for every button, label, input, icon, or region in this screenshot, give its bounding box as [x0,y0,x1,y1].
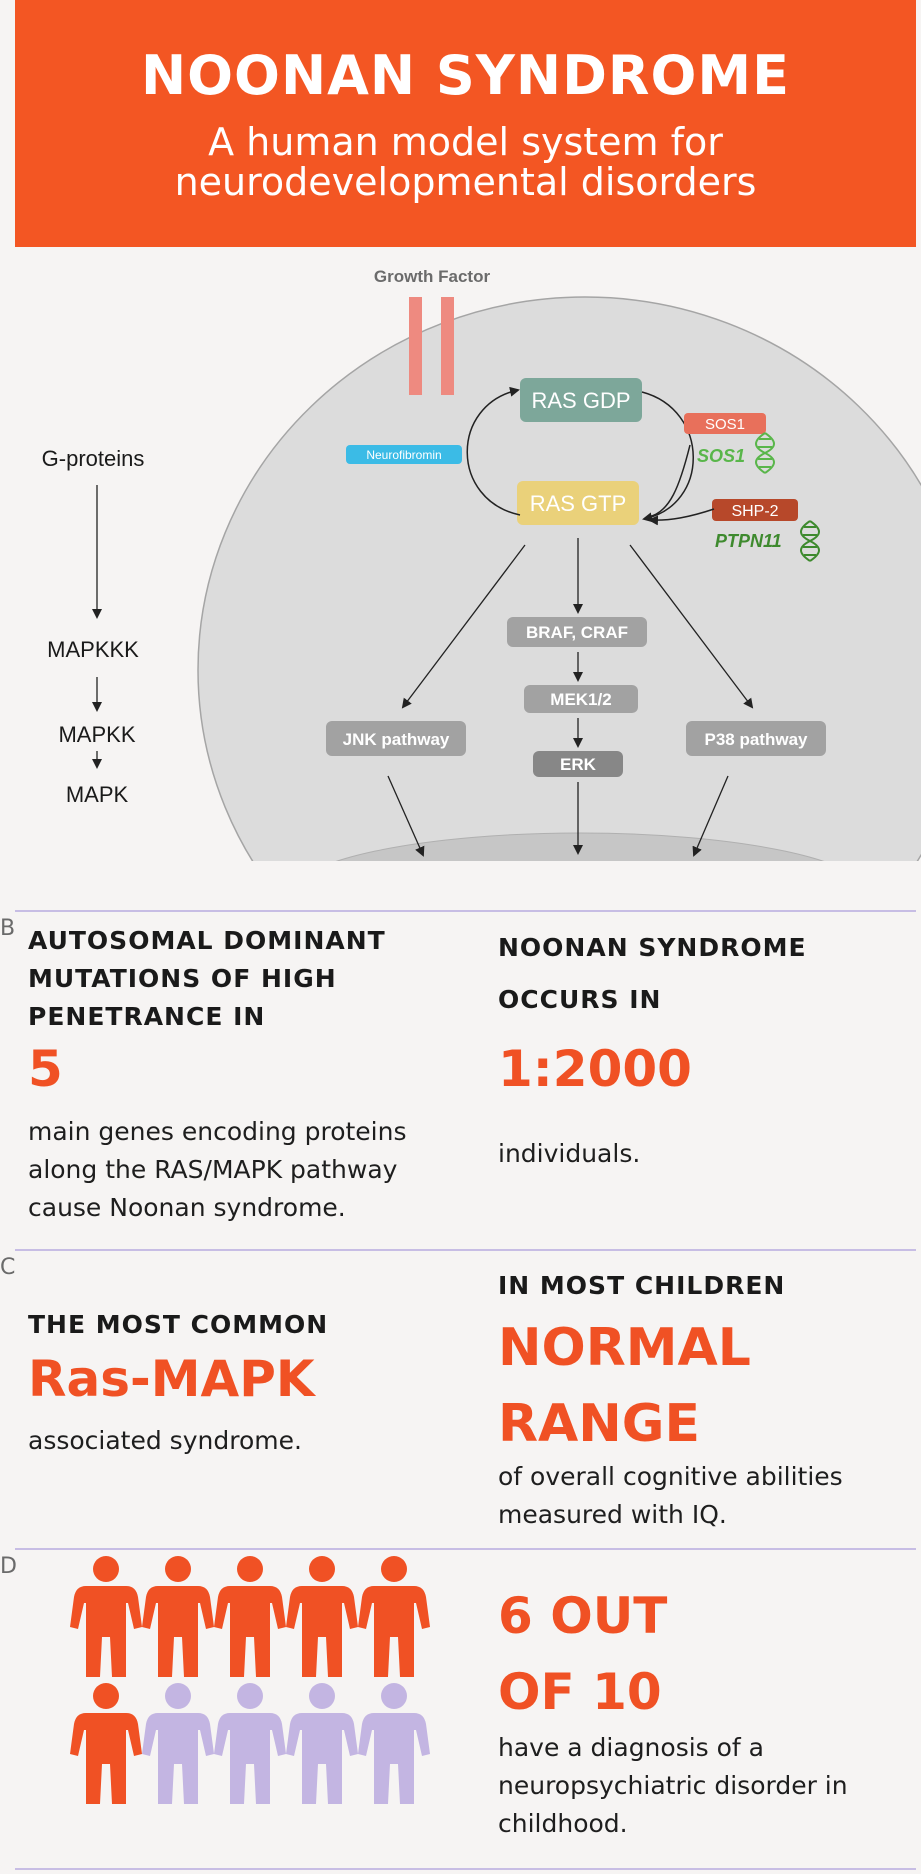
heading-line: PENETRANCE IN [28,1002,266,1031]
ras-gdp-box [520,378,642,422]
person-icon [142,1556,214,1677]
section-c-left-body: associated syndrome. [28,1426,302,1455]
person-icon [70,1556,142,1677]
section-c-left-heading: THE MOST COMMON [28,1310,329,1339]
gene-count: 5 [28,1040,63,1098]
heading-line: MUTATIONS OF HIGH [28,964,337,993]
body-line: neuropsychiatric disorder in [498,1771,848,1800]
ras-gtp-box [517,481,639,525]
person-icon [286,1556,358,1677]
subtitle-line-1: A human model system for [208,120,723,164]
cascade-mapkkk: MAPKKK [47,637,139,662]
heading-line: AUTOSOMAL DOMINANT [28,926,386,955]
ras-mapk-pathway-diagram: Growth Factor RAS GDP RAS GTP Neurofibro… [0,255,921,865]
neurofibromin-box [346,445,462,464]
page-title: NOONAN SYNDROME [140,44,791,107]
jnk-label: JNK pathway [343,730,450,749]
body-line: cause Noonan syndrome. [28,1193,346,1222]
person-icon [70,1683,142,1804]
ras-gdp-label: RAS GDP [531,388,630,413]
person-icon [142,1683,214,1804]
body-line: childhood. [498,1809,628,1838]
highlight-line: RANGE [498,1394,701,1454]
subtitle-line-2: neurodevelopmental disorders [174,160,757,204]
p38-box [686,721,826,756]
shp2-arrow [648,508,715,526]
erk-box [533,751,623,777]
mek-label: MEK1/2 [550,690,611,709]
highlight-line: NORMAL [498,1318,751,1378]
people-icon-grid [70,1556,430,1804]
erk-label: ERK [560,755,597,774]
section-d-body: have a diagnosis of a neuropsychiatric d… [498,1729,848,1843]
section-c-right-heading: IN MOST CHILDREN [498,1271,786,1300]
highlight-line: 6 OUT [498,1587,668,1645]
shp2-protein-label: SHP-2 [731,503,778,520]
section-b-right-body: individuals. [498,1139,641,1168]
heading-line: OCCURS IN [498,985,662,1014]
arrow-p38-to-nucleus [692,775,729,857]
ras-mapk-highlight: Ras-MAPK [28,1350,315,1408]
panel-label-c: C [0,1255,16,1280]
person-icon [358,1556,430,1677]
neurofibromin-label: Neurofibromin [366,448,441,462]
section-b-right-heading: NOONAN SYNDROME OCCURS IN [498,922,807,1026]
arrow-jnk-to-nucleus [387,775,425,857]
person-icon [214,1556,286,1677]
sos1-protein-label: SOS1 [705,416,745,433]
heading-line: NOONAN SYNDROME [498,933,807,962]
shp2-box [712,499,798,521]
normal-range-highlight: NORMAL RANGE [498,1310,751,1462]
gdp-to-gtp-arrow [641,391,694,523]
dna-icon [800,520,820,562]
person-icon [286,1683,358,1804]
mek-box [524,685,638,713]
panel-label-d: D [0,1554,17,1579]
jnk-box [326,721,466,756]
ptpn11-gene-label: PTPN11 [715,531,782,551]
sos1-arrow [647,444,691,518]
body-line: main genes encoding proteins [28,1117,407,1146]
section-divider [15,1548,916,1550]
growth-factor-label: Growth Factor [374,267,491,286]
person-icon [214,1683,286,1804]
sos1-box [684,413,766,434]
braf-craf-label: BRAF, CRAF [526,623,628,642]
cascade-mapk: MAPK [66,782,129,807]
arrow-to-p38 [629,544,754,709]
receptor-bar-left [409,297,422,395]
title-banner: NOONAN SYNDROME A human model system for… [15,0,916,247]
sos1-gene-label: SOS1 [697,446,745,466]
ras-gtp-label: RAS GTP [530,491,627,516]
gtp-to-gdp-arrow [466,386,521,516]
prevalence-ratio: 1:2000 [498,1040,692,1098]
body-line: along the RAS/MAPK pathway [28,1155,398,1184]
page-subtitle: A human model system for neurodevelopmen… [15,122,916,202]
section-c-right-body: of overall cognitive abilities measured … [498,1458,843,1534]
braf-craf-box [507,617,647,647]
section-b-left-heading: AUTOSOMAL DOMINANT MUTATIONS OF HIGH PEN… [28,922,386,1036]
section-divider [15,1868,916,1870]
highlight-line: OF 10 [498,1663,662,1721]
p38-label: P38 pathway [705,730,809,749]
section-divider [15,1249,916,1251]
dna-icon [755,432,775,474]
body-line: of overall cognitive abilities [498,1462,843,1491]
panel-label-b: B [0,916,16,941]
body-line: measured with IQ. [498,1500,727,1529]
body-line: have a diagnosis of a [498,1733,765,1762]
receptor-bar-right [441,297,454,395]
section-b-left-body: main genes encoding proteins along the R… [28,1113,407,1227]
cascade-mapkk: MAPKK [58,722,135,747]
person-icon [358,1683,430,1804]
cascade-g-proteins: G-proteins [42,446,145,471]
section-divider [15,910,916,912]
arrow-to-jnk [401,544,526,709]
six-out-of-ten-highlight: 6 OUT OF 10 [498,1578,667,1730]
